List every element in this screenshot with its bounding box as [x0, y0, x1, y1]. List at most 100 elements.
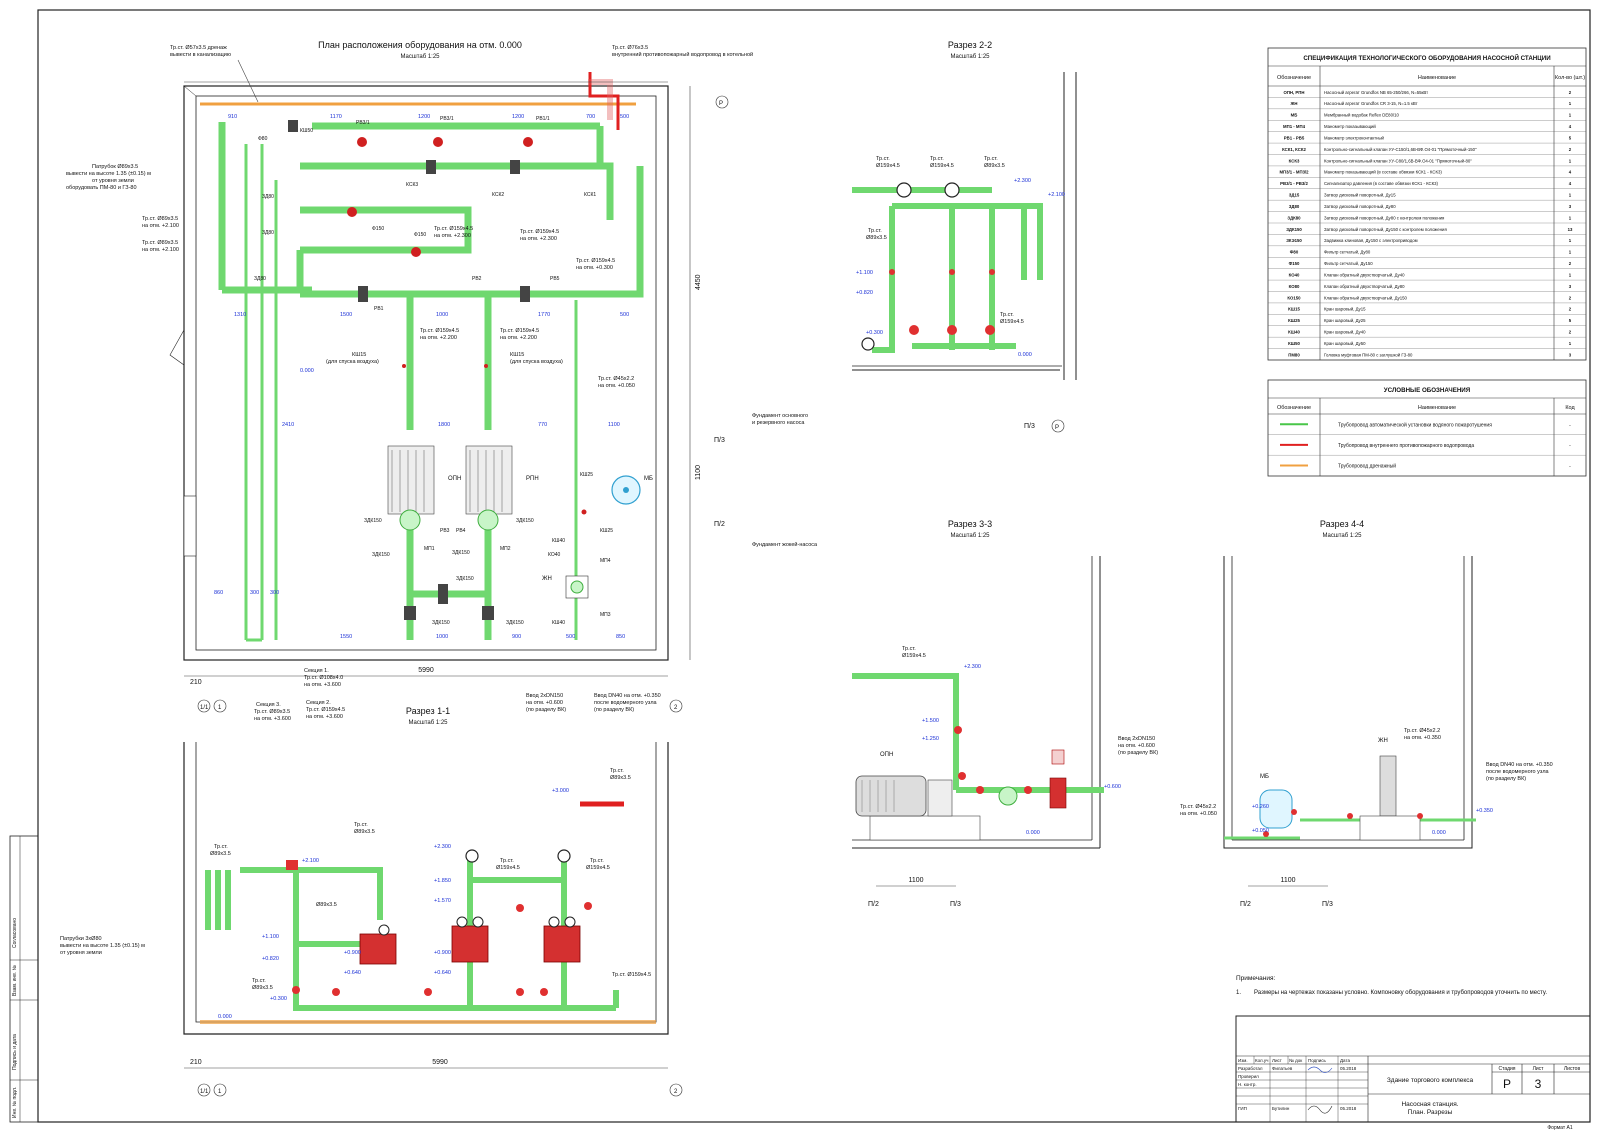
legend-rows: Трубопровод автоматической установки вод…: [1268, 421, 1586, 470]
svg-text:П/2: П/2: [1240, 901, 1251, 908]
svg-text:+0.350: +0.350: [1476, 808, 1493, 814]
svg-text:на отм. +2.200: на отм. +2.200: [500, 335, 537, 341]
spec-name: Клапан обратный двухстворчатый, Ду150: [1324, 295, 1408, 300]
spec-qty: 1: [1569, 272, 1572, 277]
svg-text:ЗДК150: ЗДК150: [364, 518, 382, 524]
svg-text:Стадия: Стадия: [1498, 1066, 1515, 1072]
spec-qty: 4: [1569, 124, 1572, 129]
svg-text:П/2: П/2: [714, 521, 725, 528]
svg-text:КСК2: КСК2: [492, 192, 504, 198]
spec-code: КШ40: [1288, 330, 1300, 335]
svg-text:вывести на высоте 1.35 (±0.15): вывести на высоте 1.35 (±0.15) м: [66, 171, 151, 177]
section22-pipework: [852, 187, 1043, 353]
svg-text:внутренний противопожарный вод: внутренний противопожарный водопровод в …: [612, 51, 753, 58]
svg-text:на отм. +3.600: на отм. +3.600: [306, 714, 343, 720]
spec-code: РВ1 - РВ5: [1284, 135, 1305, 140]
svg-text:ЗДК150: ЗДК150: [452, 550, 470, 556]
spec-code: КШ15: [1288, 307, 1300, 312]
svg-text:+0.600: +0.600: [1104, 784, 1121, 790]
svg-text:(по разделу ВК): (по разделу ВК): [594, 707, 634, 713]
svg-text:Взам. инв. №: Взам. инв. №: [12, 965, 18, 996]
section-3-3: Разрез 3-3 Масштаб 1:25 Тр.ст. Ø159x4.5 …: [852, 519, 1158, 908]
door: [183, 495, 197, 557]
svg-text:Р: Р: [1055, 425, 1059, 431]
spec-name: Насосный агрегат Grundfos CR 3-15, N=1.5…: [1324, 101, 1418, 106]
spec-qty: 1: [1569, 238, 1572, 243]
svg-text:1: 1: [218, 705, 222, 711]
svg-text:Разрез 3-3: Разрез 3-3: [948, 519, 992, 529]
svg-text:Листов: Листов: [1564, 1066, 1581, 1072]
svg-text:КШ25: КШ25: [600, 528, 613, 534]
svg-text:1770: 1770: [538, 312, 550, 318]
svg-text:Инв. № подл.: Инв. № подл.: [12, 1087, 18, 1118]
svg-text:300: 300: [270, 590, 279, 596]
svg-text:П/3: П/3: [950, 901, 961, 908]
stage-value: Р: [1503, 1077, 1511, 1091]
spec-code: КСК3: [1289, 158, 1300, 163]
legend-table: УСЛОВНЫЕ ОБОЗНАЧЕНИЯ Обозначение Наимено…: [1267, 379, 1587, 477]
svg-text:Тр.ст. Ø45x2.2: Тр.ст. Ø45x2.2: [598, 376, 634, 382]
svg-text:ЗД80: ЗД80: [262, 230, 274, 236]
svg-text:РВ3/1: РВ3/1: [356, 120, 370, 126]
spec-name: Контрольно-сигнальный клапан УУ-С80/1,6В…: [1324, 158, 1472, 163]
plan-wall-inner: [195, 95, 657, 651]
dim-5990: 5990: [418, 667, 434, 674]
spec-code: КО150: [1287, 295, 1301, 300]
svg-text:1100: 1100: [608, 422, 620, 428]
svg-text:+1.250: +1.250: [922, 736, 939, 742]
spec-qty: 1: [1569, 215, 1572, 220]
spec-code: Ф80: [1290, 250, 1299, 255]
svg-text:+1.570: +1.570: [434, 898, 451, 904]
svg-text:0.000: 0.000: [1026, 830, 1040, 836]
label-opn: ОПН: [448, 476, 461, 482]
label-foundation: Фундамент основного: [752, 413, 808, 419]
svg-text:+0.900: +0.900: [344, 950, 361, 956]
svg-text:МП3: МП3: [600, 612, 611, 618]
svg-text:Ø159x4.5: Ø159x4.5: [902, 653, 926, 659]
spec-qty: 1: [1569, 113, 1572, 118]
svg-text:300: 300: [250, 590, 259, 596]
svg-text:+2.300: +2.300: [434, 844, 451, 850]
svg-text:Ввод DN40 на отм. +0.350: Ввод DN40 на отм. +0.350: [1486, 762, 1553, 768]
fire-main-pipe: [588, 72, 620, 130]
project-name: Здание торгового комплекса: [1387, 1077, 1474, 1084]
spec-code: ЗКЭ150: [1286, 238, 1302, 243]
notes: Примечания: 1. Размеры на чертежах показ…: [1236, 975, 1547, 996]
spec-name: Задвижка клиновая, Ду150 с электропривод…: [1324, 238, 1418, 243]
spec-qty: 2: [1569, 330, 1572, 335]
svg-text:Тр.ст. Ø89x3.5: Тр.ст. Ø89x3.5: [142, 240, 178, 246]
svg-text:на отм. +0.050: на отм. +0.050: [598, 383, 635, 389]
dim-1100: 1100: [695, 465, 702, 480]
plan-scale: Масштаб 1:25: [400, 54, 440, 60]
label-drain: Тр.ст. Ø57x3.5 дренаж: [170, 45, 227, 51]
svg-text:(по разделу ВК): (по разделу ВК): [1118, 750, 1158, 756]
svg-text:МП2: МП2: [500, 546, 511, 552]
svg-text:МП4: МП4: [600, 558, 611, 564]
svg-text:+2.100: +2.100: [1048, 192, 1065, 198]
svg-text:и резервного насоса: и резервного насоса: [752, 420, 805, 426]
label-rpn: РПН: [526, 476, 539, 482]
svg-text:Ø159x4.5: Ø159x4.5: [930, 163, 954, 169]
svg-text:1/1: 1/1: [200, 1089, 209, 1095]
spec-code: ОПН, РПН: [1284, 90, 1305, 95]
svg-text:Фундамент жокей-насоса: Фундамент жокей-насоса: [752, 541, 818, 548]
label-fire-main: Тр.ст. Ø76x3.5: [612, 45, 648, 51]
svg-text:Тр.ст. Ø108x4.0: Тр.ст. Ø108x4.0: [304, 675, 343, 681]
svg-text:Филатьев: Филатьев: [1272, 1066, 1293, 1071]
svg-text:+3.000: +3.000: [552, 788, 569, 794]
plan-valves: [347, 137, 587, 515]
svg-text:Ø159x4.5: Ø159x4.5: [876, 163, 900, 169]
svg-text:КШ15: КШ15: [352, 352, 366, 358]
svg-text:на отм. +0.600: на отм. +0.600: [1118, 743, 1155, 749]
svg-text:Н. контр.: Н. контр.: [1238, 1082, 1257, 1087]
svg-text:План. Разрезы: План. Разрезы: [1408, 1109, 1453, 1116]
svg-text:Тр.ст.: Тр.ст.: [500, 858, 514, 864]
svg-text:на отм. +2.100: на отм. +2.100: [142, 223, 179, 229]
section11-valve-assemblies: [286, 849, 592, 996]
spec-qty: 3: [1569, 284, 1572, 289]
svg-text:оборудовать ПМ-80 и ГЗ-80: оборудовать ПМ-80 и ГЗ-80: [66, 185, 137, 191]
spec-name: Затвор дисковый поворотный, Ду150 с конт…: [1324, 227, 1447, 232]
svg-text:Кол.уч: Кол.уч: [1255, 1058, 1269, 1063]
svg-text:Тр.ст. Ø159x4.5: Тр.ст. Ø159x4.5: [520, 229, 559, 235]
svg-text:+0.640: +0.640: [344, 970, 361, 976]
